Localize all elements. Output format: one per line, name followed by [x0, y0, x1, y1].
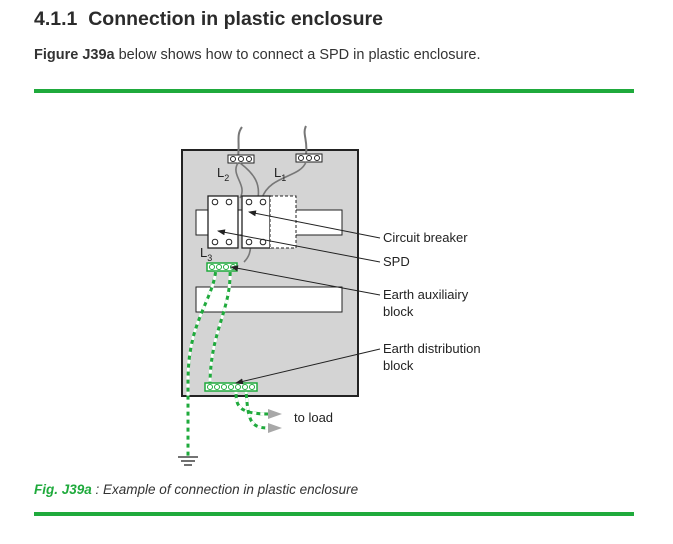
circuit-breaker — [207, 195, 239, 249]
callout-to-load: to load — [294, 410, 333, 425]
intro-paragraph: Figure J39a below shows how to connect a… — [34, 47, 481, 63]
spd-terminal-icon — [245, 198, 253, 206]
figure-caption: Fig. J39a : Example of connection in pla… — [34, 482, 358, 497]
callout-spd: SPD — [383, 254, 410, 269]
callout-earth-auxiliary-line1: Earth auxiliairy — [383, 287, 469, 302]
spd-module — [241, 195, 271, 249]
spd-terminal-icon — [245, 238, 253, 246]
bottom-divider — [34, 512, 634, 516]
callout-earth-distribution-line1: Earth distribution — [383, 341, 481, 356]
earth-conductors — [186, 267, 269, 456]
label-l1: L1 — [274, 165, 286, 183]
section-heading: 4.1.1 Connection in plastic enclosure — [34, 8, 383, 31]
incoming-cables — [237, 125, 308, 158]
breaker-terminal-icon — [211, 198, 219, 206]
ground-symbol-icon — [178, 456, 198, 466]
spd-terminal-icon — [259, 198, 267, 206]
breaker-terminal-icon — [225, 238, 233, 246]
to-load-arrows-icon — [268, 409, 282, 433]
din-rail-lower — [195, 286, 343, 313]
callout-circuit-breaker: Circuit breaker — [383, 230, 468, 245]
callout-earth-distribution-line2: block — [383, 358, 414, 373]
top-divider — [34, 89, 634, 93]
callout-earth-auxiliary-line2: block — [383, 304, 414, 319]
terminal-block-l2 — [227, 154, 255, 164]
label-l2: L2 — [217, 165, 229, 183]
caption-text: : Example of connection in plastic enclo… — [91, 482, 359, 497]
label-l3: L3 — [200, 245, 212, 263]
section-title: Connection in plastic enclosure — [88, 8, 383, 30]
breaker-terminal-icon — [225, 198, 233, 206]
intro-text: below shows how to connect a SPD in plas… — [114, 47, 481, 63]
callout-leaders — [217, 210, 381, 385]
spd-extension-dashed — [269, 195, 297, 249]
earth-distribution-block — [204, 382, 258, 392]
breaker-terminal-icon — [211, 238, 219, 246]
caption-figure-id: Fig. J39a — [34, 482, 92, 497]
internal-wiring — [235, 161, 307, 263]
section-number: 4.1.1 — [34, 8, 78, 30]
terminal-block-l1 — [295, 153, 323, 163]
figure-reference: Figure J39a — [34, 47, 115, 63]
